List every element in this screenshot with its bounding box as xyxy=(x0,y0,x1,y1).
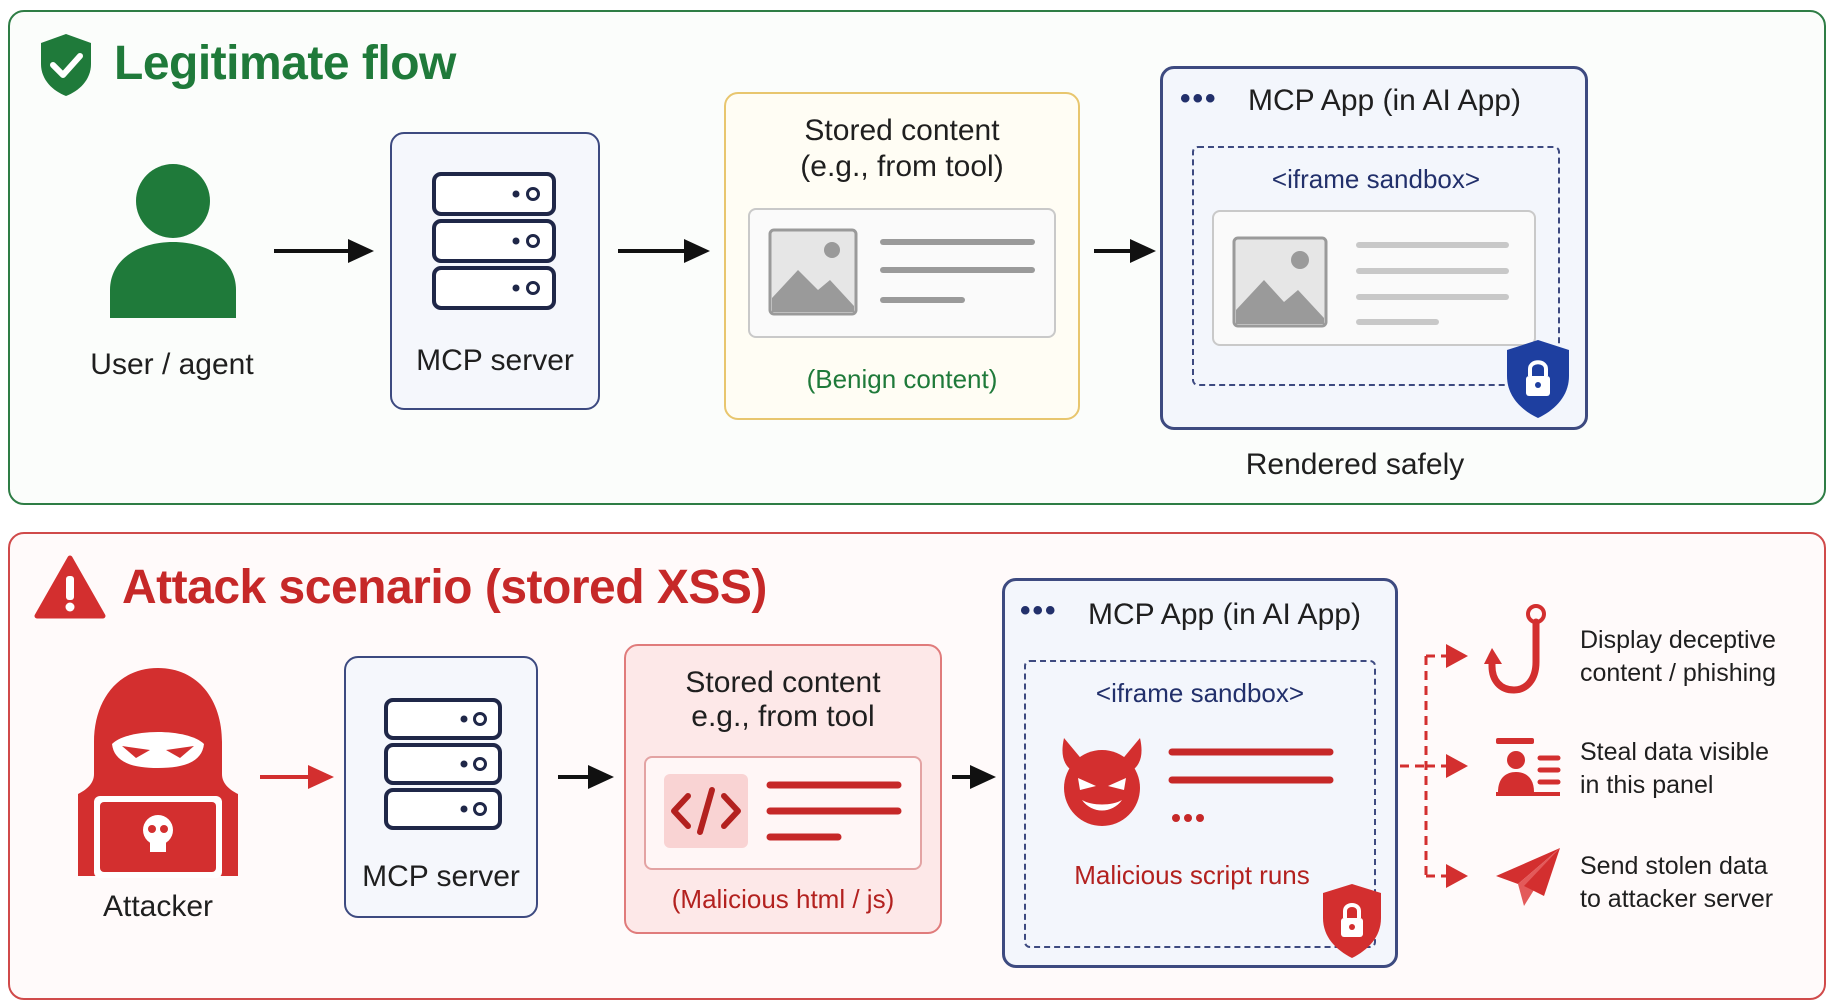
arrow-right-icon xyxy=(558,765,614,789)
lock-shield-red-icon xyxy=(1323,884,1381,958)
malicious-content-caption: (Malicious html / js) xyxy=(671,884,895,914)
stored-content-title: Stored content xyxy=(804,114,1000,147)
iframe-sandbox-label: <iframe sandbox> xyxy=(1271,164,1481,194)
shield-check-icon xyxy=(41,34,91,96)
arrow-right-icon xyxy=(1094,239,1156,263)
red-text-lines-icon xyxy=(1168,748,1334,822)
server-icon xyxy=(432,172,556,310)
devil-face-icon xyxy=(1062,738,1142,826)
benign-content-caption: (Benign content) xyxy=(806,364,998,394)
window-menu-dots-icon: ••• xyxy=(1180,82,1218,115)
image-placeholder-icon xyxy=(768,228,858,316)
text-lines-icon xyxy=(880,239,1035,303)
hacker-icon xyxy=(78,668,238,878)
stored-content-title: Stored content xyxy=(685,666,881,699)
rendered-safely-label: Rendered safely xyxy=(1245,448,1465,481)
mcp-server-label: MCP server xyxy=(416,344,574,377)
mcp-app-title: MCP App (in AI App) xyxy=(1088,598,1361,631)
outcome-exfiltrate-text: Send stolen data to attacker server xyxy=(1580,852,1774,913)
server-icon xyxy=(384,698,502,830)
code-icon xyxy=(664,774,748,848)
red-text-lines-icon xyxy=(766,781,902,841)
hook-icon xyxy=(1484,604,1546,694)
paper-plane-icon xyxy=(1496,848,1560,906)
id-card-icon xyxy=(1496,738,1561,796)
attacker-label: Attacker xyxy=(102,890,214,923)
outcome-phishing-text: Display deceptive content / phishing xyxy=(1580,626,1776,687)
mcp-server-label: MCP server xyxy=(362,860,520,893)
warning-triangle-icon xyxy=(34,555,106,619)
arrow-right-red-icon xyxy=(260,765,334,789)
window-menu-dots-icon: ••• xyxy=(1020,594,1058,627)
iframe-sandbox-region xyxy=(1192,146,1560,386)
mcp-app-title: MCP App (in AI App) xyxy=(1248,84,1521,117)
malicious-script-label: Malicious script runs xyxy=(1074,860,1310,890)
branch-arrows xyxy=(1400,644,1468,888)
image-placeholder-icon xyxy=(1232,236,1328,328)
stored-content-subtitle: e.g., from tool xyxy=(691,700,875,733)
legitimate-flow-title: Legitimate flow xyxy=(114,37,456,90)
stored-content-subtitle: (e.g., from tool) xyxy=(800,150,1004,183)
iframe-sandbox-region xyxy=(1024,660,1376,948)
text-lines-icon xyxy=(1356,242,1509,325)
user-agent-label: User / agent xyxy=(90,348,254,381)
user-icon xyxy=(110,164,236,318)
outcome-steal-data-text: Steal data visible in this panel xyxy=(1580,738,1770,799)
arrow-right-icon xyxy=(274,239,374,263)
iframe-sandbox-label: <iframe sandbox> xyxy=(1095,678,1305,708)
lock-shield-icon xyxy=(1507,340,1569,418)
attack-scenario-title: Attack scenario (stored XSS) xyxy=(122,561,767,614)
arrow-right-icon xyxy=(618,239,710,263)
arrow-right-icon xyxy=(952,765,996,789)
